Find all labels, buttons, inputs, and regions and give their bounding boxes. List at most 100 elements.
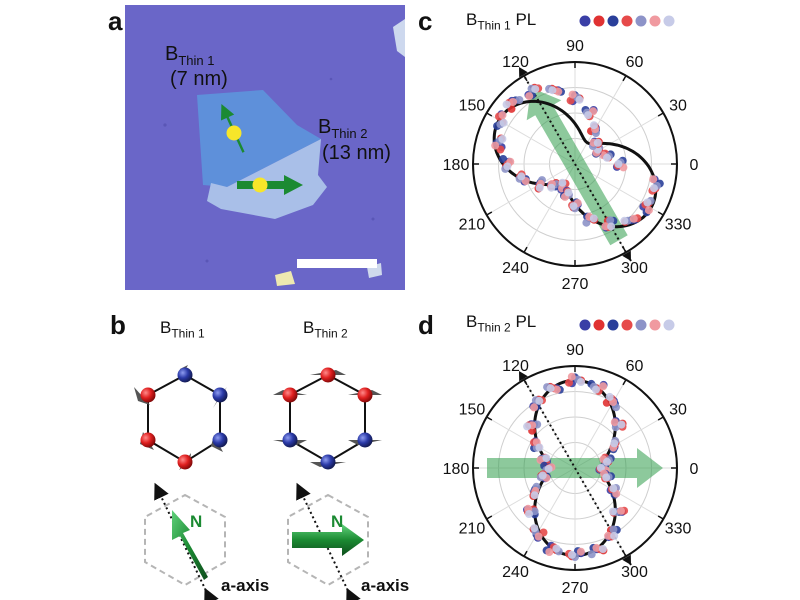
data-point (498, 135, 507, 143)
c-title: BThin 1 PL (466, 10, 536, 32)
debris-speck (371, 217, 375, 221)
atom-red (140, 387, 156, 403)
data-point (568, 90, 577, 99)
polar-angle-label: 300 (621, 564, 648, 581)
data-point (499, 155, 508, 163)
dashed-hexagon-thin1 (144, 493, 226, 587)
data-point (610, 439, 619, 448)
data-point (525, 510, 533, 518)
data-point (530, 524, 539, 533)
legend-dot (649, 15, 661, 27)
atom-red (177, 454, 193, 470)
legend-dot (607, 319, 619, 331)
legend-dot (649, 319, 661, 331)
polar-angle-label: 120 (502, 54, 529, 71)
flake1-thickness: (7 nm) (170, 68, 228, 90)
data-point (617, 506, 625, 515)
flake1-subscript: Thin 1 (178, 53, 215, 68)
scale-bar (297, 259, 377, 268)
data-point (538, 471, 547, 480)
data-point (568, 550, 576, 559)
flake2-name: B (318, 116, 332, 138)
data-point (535, 396, 544, 405)
d-title: BThin 2 PL (466, 312, 536, 334)
polar-angle-label: 150 (459, 402, 486, 419)
polar-angle-label: 120 (502, 358, 529, 375)
a-axis-line-thin1 (154, 482, 219, 600)
data-point (603, 153, 611, 162)
edge-fragment (275, 271, 295, 286)
polar-angle-label: 240 (502, 564, 529, 581)
flake1-name: B (165, 43, 179, 65)
polar-angle-label: 180 (443, 461, 470, 478)
polar-angle-label: 60 (626, 358, 644, 375)
data-point (607, 222, 616, 231)
legend-dot (607, 15, 619, 27)
polar-spoke (523, 467, 576, 557)
polar-tick (657, 515, 664, 520)
polar-tick (622, 379, 627, 386)
data-point (534, 532, 543, 541)
data-point (592, 385, 600, 394)
data-point (498, 111, 507, 120)
data-point (610, 418, 619, 427)
atom-red (140, 432, 156, 448)
b-left-title: BThin 1 (160, 318, 205, 340)
data-point (547, 183, 556, 192)
data-point (523, 422, 532, 431)
data-point (552, 544, 561, 553)
data-point (598, 545, 607, 553)
data-point (515, 96, 524, 104)
polar-angle-label: 180 (443, 157, 470, 174)
legend-dot (579, 15, 591, 27)
data-point (606, 216, 615, 225)
legend-dot (579, 319, 591, 331)
d-title-main: B (466, 312, 478, 331)
polar-angle-label: 90 (566, 38, 584, 55)
data-point (531, 85, 540, 94)
yellow-spot (226, 125, 242, 141)
data-point (592, 543, 601, 552)
data-point (552, 385, 561, 394)
atom-blue (212, 387, 228, 403)
polar-tick (523, 246, 528, 253)
legend-dot (621, 15, 633, 27)
data-point (643, 198, 652, 207)
polar-angle-label: 330 (665, 217, 692, 234)
legend-dot (621, 319, 633, 331)
atom-red (282, 387, 298, 403)
hexagon-bonds-thin1 (147, 373, 221, 464)
d-title-sub: Thin 2 (477, 320, 511, 335)
b-right-title-sub: Thin 2 (314, 326, 348, 341)
d-title-suffix: PL (515, 312, 537, 331)
b-right-title-main: B (303, 318, 315, 337)
data-point (609, 484, 618, 493)
data-point (548, 86, 557, 95)
a-axis-arrowhead (519, 67, 528, 78)
data-point (577, 378, 585, 386)
data-point (602, 473, 611, 482)
d-legend-dots (579, 319, 675, 331)
data-point (599, 382, 608, 391)
b-left-title-sub: Thin 1 (171, 326, 205, 341)
yellow-spot (252, 177, 268, 193)
polar-angle-label: 300 (621, 260, 648, 277)
data-point (650, 184, 658, 193)
data-point (608, 507, 617, 516)
data-point (609, 525, 618, 534)
polar-angle-label: 30 (669, 402, 687, 419)
data-point (575, 95, 584, 104)
polar-spoke (486, 163, 576, 216)
b-left-title-main: B (160, 318, 172, 337)
legend-dot (635, 15, 647, 27)
c-legend-dots (579, 15, 675, 27)
a-axis-arrowhead (519, 371, 528, 382)
atom-blue (212, 432, 228, 448)
data-point (564, 188, 573, 197)
polar-angle-label: 210 (459, 217, 486, 234)
data-point (649, 175, 658, 184)
atom-red (320, 367, 336, 383)
data-point (499, 118, 508, 127)
polar-angle-label: 150 (459, 98, 486, 115)
